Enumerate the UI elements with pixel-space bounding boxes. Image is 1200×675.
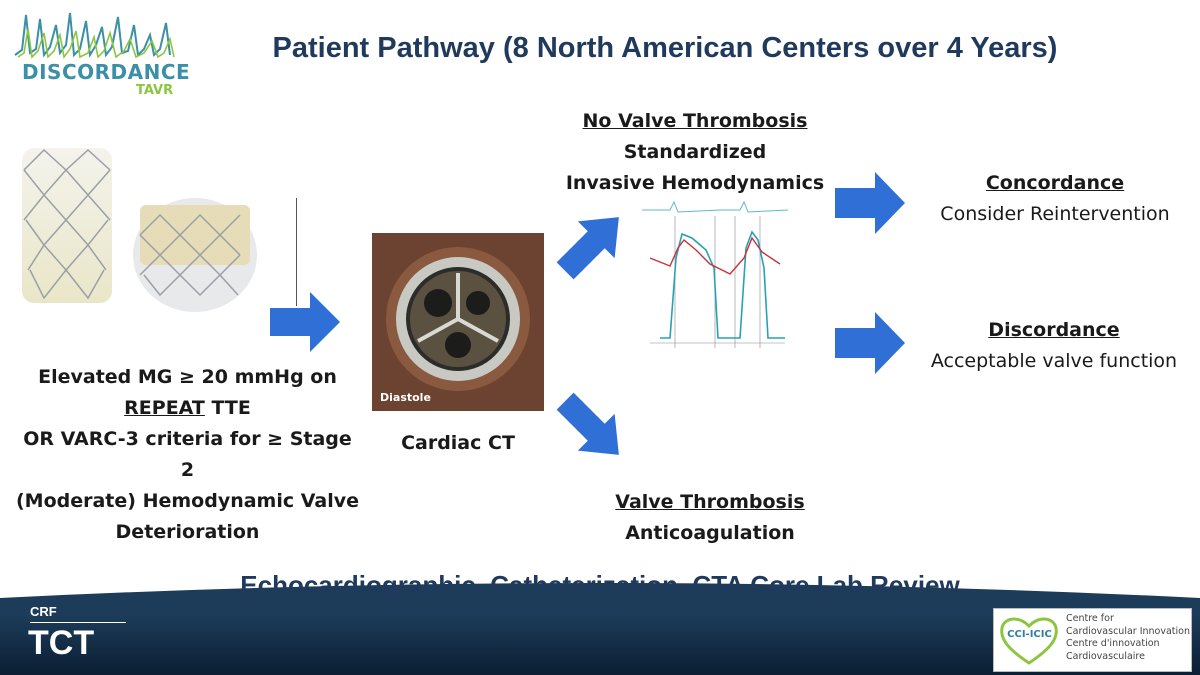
- no-thrombosis-line-3: Invasive Hemodynamics: [565, 172, 825, 194]
- concordance-line-2: Consider Reintervention: [940, 203, 1170, 225]
- no-thrombosis-line-2: Standardized: [623, 141, 767, 163]
- waveform-icon: [14, 12, 175, 59]
- criteria-tte: TTE: [204, 397, 251, 419]
- arrow-right-icon: [270, 292, 340, 352]
- arrow-up-right-icon: [556, 217, 619, 280]
- cci-line-4: Cardiovasculaire: [1066, 650, 1145, 662]
- discordance-heading: Discordance: [988, 319, 1120, 341]
- hemodynamics-waveform-image: [640, 198, 790, 353]
- tct-rule: [30, 622, 126, 623]
- thrombosis-block: Valve Thrombosis Anticoagulation: [560, 487, 860, 549]
- criteria-repeat: REPEAT: [124, 397, 205, 419]
- thrombosis-heading: Valve Thrombosis: [615, 491, 805, 513]
- cci-logo-text: CCI-ICIC: [1007, 629, 1052, 640]
- arrow-to-concordance-icon: [835, 172, 905, 234]
- tct-logo: CRF TCT: [20, 602, 140, 672]
- cci-line-2: Cardiovascular Innovation: [1066, 625, 1190, 637]
- cci-line-3: Centre d'innovation: [1066, 638, 1160, 649]
- no-thrombosis-block: No Valve Thrombosis Standardized Invasiv…: [540, 106, 850, 199]
- cci-icic-logo: CCI-ICIC Centre for Cardiovascular Innov…: [993, 608, 1192, 672]
- criteria-line-4: (Moderate) Hemodynamic Valve: [15, 490, 360, 512]
- tct-label: TCT: [28, 624, 95, 662]
- cardiac-ct-image: Diastole: [372, 233, 544, 411]
- bottom-caption: Echocardiographic, Catheterization, CTA …: [240, 570, 960, 600]
- slide-title: Patient Pathway (8 North American Center…: [272, 32, 1058, 64]
- ct-caption: Cardiac CT: [401, 432, 515, 454]
- divider-line: [296, 198, 297, 306]
- no-thrombosis-heading: No Valve Thrombosis: [582, 110, 808, 132]
- valve-image-1: [14, 140, 119, 310]
- crf-label: CRF: [30, 604, 57, 619]
- criteria-line-5: Deterioration: [115, 521, 260, 543]
- thrombosis-line-2: Anticoagulation: [625, 522, 795, 544]
- heart-icon: [1000, 617, 1058, 665]
- criteria-text: Elevated MG ≥ 20 mmHg on REPEAT TTE OR V…: [15, 362, 360, 548]
- discordance-tavr-logo: DISCORDANCE TAVR: [10, 5, 190, 105]
- concordance-heading: Concordance: [985, 172, 1125, 194]
- criteria-line-3: OR VARC-3 criteria for ≥ Stage 2: [23, 428, 352, 481]
- logo-subtitle: TAVR: [136, 83, 174, 98]
- concordance-block: Concordance Consider Reintervention: [910, 168, 1200, 230]
- discordance-block: Discordance Acceptable valve function: [908, 315, 1200, 377]
- cci-line-1: Centre for: [1066, 613, 1114, 624]
- valve-image-2: [130, 195, 260, 315]
- discordance-line-2: Acceptable valve function: [930, 350, 1178, 372]
- arrow-down-right-icon: [556, 392, 619, 455]
- ct-image-label: Diastole: [380, 391, 431, 404]
- criteria-line-1: Elevated MG ≥ 20 mmHg on: [38, 366, 337, 388]
- arrow-to-discordance-icon: [835, 312, 905, 374]
- cci-text: Centre for Cardiovascular Innovation Cen…: [1066, 613, 1190, 663]
- criteria-line-2: REPEAT TTE: [15, 393, 360, 424]
- logo-wordmark: DISCORDANCE: [22, 60, 191, 84]
